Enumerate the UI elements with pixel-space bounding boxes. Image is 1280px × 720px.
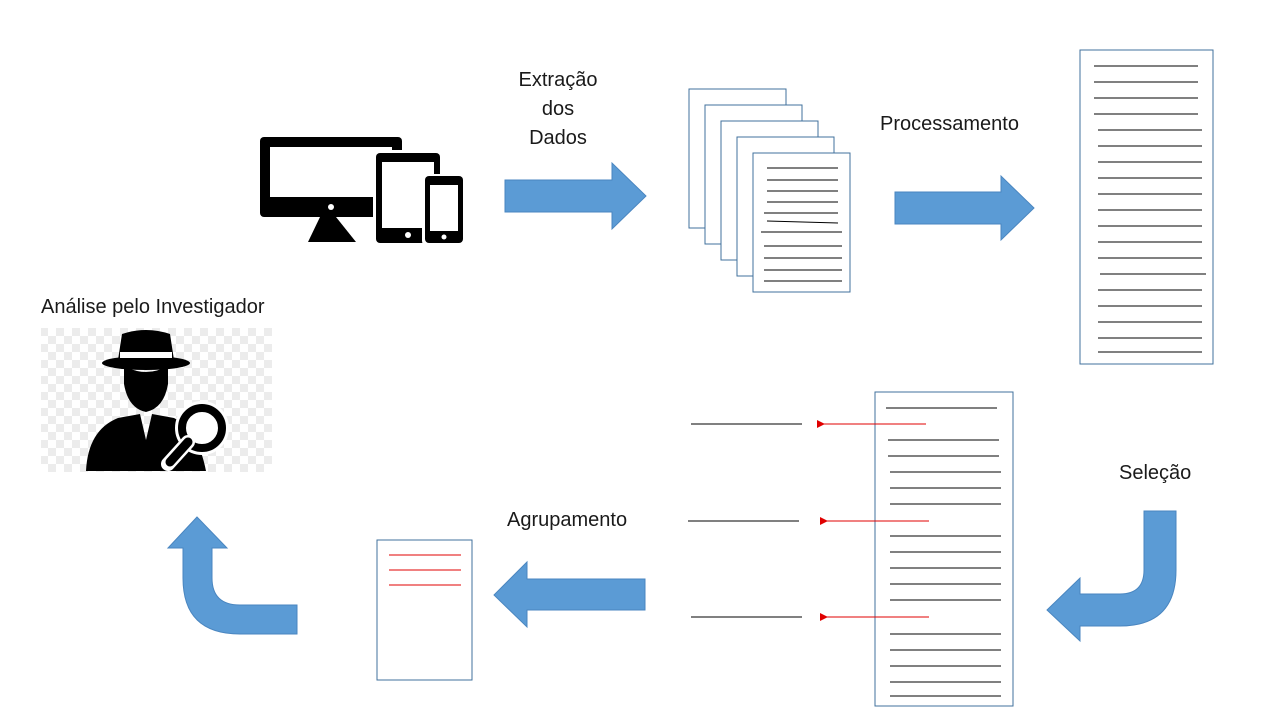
return-arrow [166,516,298,635]
extraction-label-line-3: Dados [529,127,587,149]
processing-arrow [894,174,1035,242]
investigator-icon [41,328,272,472]
grouping-label: Agrupamento [507,509,628,531]
investigator-label: Análise pelo Investigador [41,296,265,318]
extraction-label: Extração dos Dados [498,66,618,153]
grouping-arrow [493,560,646,629]
processed-document-text-lines [1094,65,1206,353]
selection-document [874,391,1014,707]
selection-label: Seleção [1119,462,1192,484]
extracted-lines [688,423,802,618]
extraction-arrow [504,161,647,231]
selected-line-arrows [817,420,929,621]
processed-document [1079,49,1214,365]
selection-document-text-lines [886,407,1001,697]
processing-label: Processamento [880,113,1019,135]
extraction-label-line-2: dos [541,98,575,120]
extraction-label-line-1: Extração [518,69,598,91]
grouped-document [376,539,473,681]
selection-arrow [1046,510,1177,643]
devices-icon [260,137,466,246]
document-stack-text-lines [761,167,842,282]
grouped-document-highlight-lines [389,554,461,586]
